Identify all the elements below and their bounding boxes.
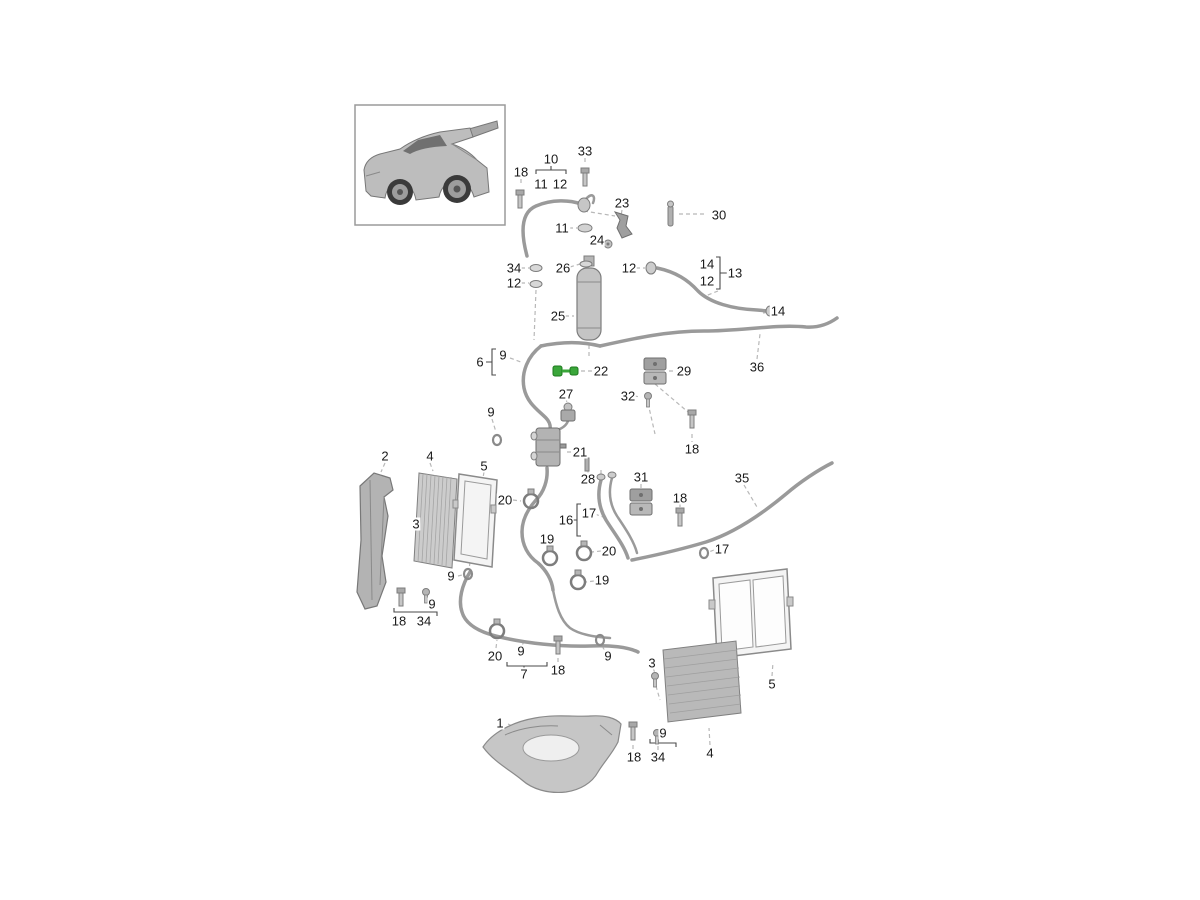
callout-27-23[interactable]: 27 [557,386,575,402]
part-condenser-4-bottom [662,640,742,723]
callout-5-29[interactable]: 5 [479,458,489,474]
callout-20-40[interactable]: 20 [600,543,618,559]
callout-20-35[interactable]: 20 [496,492,514,508]
part-shield-2 [356,472,394,610]
callout-30-6[interactable]: 30 [710,207,728,223]
callout-16-37[interactable]: 16 [557,512,575,528]
callout-9-44[interactable]: 9 [427,596,437,612]
callout-12-11[interactable]: 12 [620,260,638,276]
callout-25-17[interactable]: 25 [549,308,567,324]
part-22-highlighted[interactable] [552,365,579,377]
part-condenser-4-top [413,472,458,569]
callout-23-5[interactable]: 23 [613,195,631,211]
part-valve-27 [560,402,576,422]
part-duct-1 [482,715,622,794]
callout-5-53[interactable]: 5 [767,676,777,692]
callout-13-13[interactable]: 13 [726,265,744,281]
callout-17-36[interactable]: 17 [580,505,598,521]
callout-6-19[interactable]: 6 [475,354,485,370]
callout-12-14[interactable]: 12 [505,275,523,291]
callout-33-2[interactable]: 33 [576,143,594,159]
fitting [577,197,591,213]
callout-18-45[interactable]: 18 [390,613,408,629]
callout-11-7[interactable]: 11 [554,220,570,236]
part-pin-30 [667,200,674,227]
callout-18-26[interactable]: 18 [683,441,701,457]
callout-7-52[interactable]: 7 [519,666,529,682]
callout-12-4[interactable]: 12 [551,176,569,192]
callout-9-18[interactable]: 9 [498,347,508,363]
callout-3-51[interactable]: 3 [647,655,657,671]
part-valve-21 [530,427,567,467]
callout-18-49[interactable]: 18 [549,662,567,678]
callout-18-0[interactable]: 18 [512,164,530,180]
callout-31-32[interactable]: 31 [632,469,650,485]
callout-14-12[interactable]: 14 [698,256,716,272]
callout-34-9[interactable]: 34 [505,260,523,276]
hose-10 [521,199,583,258]
callout-19-43[interactable]: 19 [593,572,611,588]
callout-17-41[interactable]: 17 [713,541,731,557]
callout-19-39[interactable]: 19 [538,531,556,547]
callout-34-46[interactable]: 34 [415,613,433,629]
callout-26-10[interactable]: 26 [554,260,572,276]
callout-9-48[interactable]: 9 [516,643,526,659]
leader-lines [380,158,774,750]
callout-34-57[interactable]: 34 [649,749,667,765]
callout-20-47[interactable]: 20 [486,648,504,664]
callout-10-1[interactable]: 10 [542,151,560,167]
callout-36-22[interactable]: 36 [748,359,766,375]
callout-14-16[interactable]: 14 [769,303,787,319]
callout-1-54[interactable]: 1 [495,715,505,731]
hose-35 [630,461,834,562]
part-drier-25 [576,255,602,341]
callout-2-27[interactable]: 2 [380,448,390,464]
part-frame-5-bottom [708,568,794,659]
callout-35-33[interactable]: 35 [733,470,751,486]
callout-32-24[interactable]: 32 [619,388,637,404]
callout-22-20[interactable]: 22 [592,363,610,379]
callout-28-31[interactable]: 28 [579,471,597,487]
callout-12-15[interactable]: 12 [698,273,716,289]
ring-26 [579,260,593,268]
callout-3-38[interactable]: 3 [411,516,421,532]
vehicle-thumbnail [354,104,506,226]
car-windshield [403,135,447,154]
callout-4-58[interactable]: 4 [705,745,715,761]
hose-13 [655,266,770,313]
part-bracket-23 [603,211,633,249]
fitting-12 [645,261,657,275]
callout-9-42[interactable]: 9 [446,568,456,584]
callout-11-3[interactable]: 11 [533,176,549,192]
callout-9-25[interactable]: 9 [486,404,496,420]
seal-12 [529,280,543,288]
hose-16 [597,478,630,560]
callout-29-21[interactable]: 29 [675,363,693,379]
part-frame-5-top [452,473,498,568]
callout-18-34[interactable]: 18 [671,490,689,506]
callout-9-55[interactable]: 9 [658,725,668,741]
hose-6 [539,340,602,348]
callout-9-50[interactable]: 9 [603,648,613,664]
callout-24-8[interactable]: 24 [588,232,606,248]
hose-36 [598,316,839,348]
callout-18-56[interactable]: 18 [625,749,643,765]
callout-21-30[interactable]: 21 [571,444,589,460]
washer-34 [529,264,543,272]
fitting-11 [577,223,593,233]
callout-4-28[interactable]: 4 [425,448,435,464]
